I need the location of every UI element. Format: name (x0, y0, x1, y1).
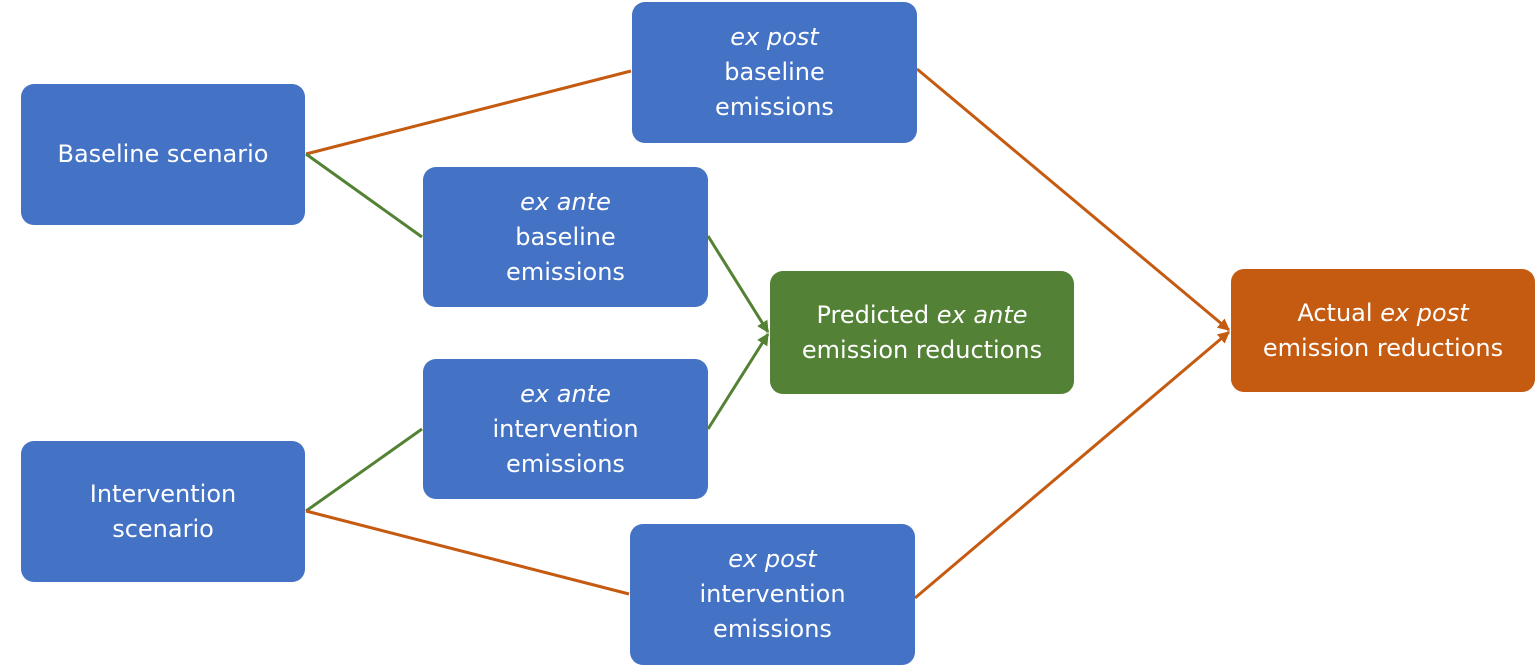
baseline-scenario-node: Baseline scenario (21, 84, 305, 225)
expost-intervention-label-line1: ex post (728, 545, 817, 573)
intervention-scenario-node: Intervention scenario (21, 441, 305, 582)
actual-label-emphasis: ex post (1380, 298, 1469, 327)
expost-baseline-emissions-node: ex post baseline emissions (632, 2, 917, 143)
edge-intervention-to-expost-intervention (305, 509, 630, 596)
expost-baseline-label-line3: emissions (715, 93, 834, 121)
edge-intervention-to-exante-intervention (305, 427, 423, 513)
edge-exante-intervention-to-predicted (706, 332, 770, 430)
predicted-label-prefix: Predicted (816, 300, 937, 329)
exante-intervention-emissions-node: ex ante intervention emissions (423, 359, 708, 499)
predicted-exante-reductions-node: Predicted ex ante emission reductions (770, 271, 1074, 394)
exante-baseline-label-line3: emissions (506, 257, 625, 286)
exante-baseline-label-line1: ex ante (520, 187, 611, 216)
exante-intervention-label-line1: ex ante (520, 379, 611, 408)
exante-baseline-label-line2: baseline (515, 222, 616, 251)
predicted-label-line1: Predicted ex ante (817, 298, 1028, 333)
edge-exante-baseline-to-predicted (706, 235, 770, 334)
actual-expost-reductions-node: Actual ex post emission reductions (1231, 269, 1535, 392)
actual-label-prefix: Actual (1297, 298, 1381, 327)
expost-intervention-emissions-node: ex post intervention emissions (630, 524, 915, 665)
exante-baseline-emissions-node: ex ante baseline emissions (423, 167, 708, 307)
edge-expost-intervention-to-actual (914, 330, 1230, 600)
edge-baseline-to-exante-baseline (305, 152, 423, 239)
predicted-label-emphasis: ex ante (936, 300, 1028, 329)
exante-intervention-label-line3: emissions (506, 449, 625, 478)
expost-baseline-label-line1: ex post (730, 23, 819, 51)
intervention-scenario-label-line2: scenario (112, 514, 214, 543)
edge-expost-baseline-to-actual (916, 67, 1230, 332)
expost-intervention-label-line2: intervention (699, 580, 846, 608)
exante-intervention-label-line2: intervention (492, 414, 639, 443)
expost-baseline-label-line2: baseline (724, 58, 825, 86)
predicted-label-line2: emission reductions (801, 335, 1043, 364)
actual-label-line2: emission reductions (1262, 333, 1504, 362)
actual-label-line1: Actual ex post (1297, 296, 1468, 331)
edge-baseline-to-expost-baseline (305, 69, 632, 156)
baseline-scenario-label: Baseline scenario (57, 140, 269, 168)
expost-intervention-label-line3: emissions (713, 615, 832, 643)
intervention-scenario-label-line1: Intervention (89, 479, 237, 508)
